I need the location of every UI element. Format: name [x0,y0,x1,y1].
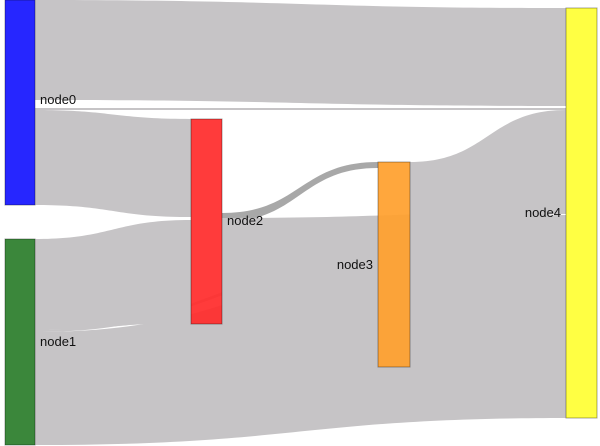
node-label-node0: node0 [40,92,76,107]
link-node0-to-node4-1 [35,108,566,110]
links-layer [35,0,566,445]
labels-layer: node0 node1 node2 node3 node4 [40,92,561,349]
link-node0-to-node2-2 [35,110,191,217]
link-node0-to-node4-0 [35,0,566,106]
node-label-node1: node1 [40,334,76,349]
node-bar-node3[interactable] [377,161,411,368]
node-bar-node1[interactable] [4,238,36,446]
node-bar-node0[interactable] [4,0,36,206]
node-label-node2: node2 [227,213,263,228]
link-node2-to-node3-6 [222,162,378,222]
nodes-layer [4,0,598,446]
link-node1-to-node2-3 [35,220,191,330]
node-label-node3: node3 [337,257,373,272]
link-node3-to-node4-8 [410,110,566,367]
node-bar-node2[interactable] [190,118,223,325]
node-bar-node4[interactable] [565,7,598,419]
node-label-node4: node4 [525,205,561,220]
